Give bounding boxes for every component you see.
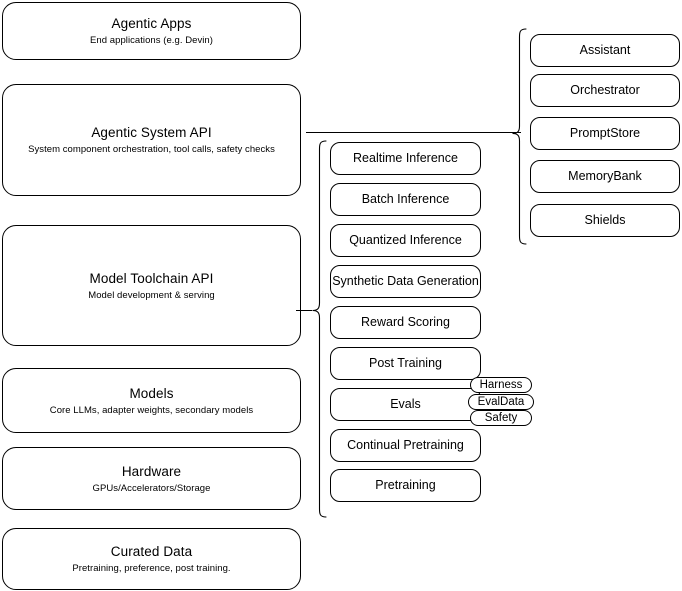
capability-label: Realtime Inference — [353, 151, 458, 165]
capability-label: Evals — [390, 397, 421, 411]
capability-label: Post Training — [369, 356, 442, 370]
layer-subtitle: GPUs/Accelerators/Storage — [92, 482, 211, 494]
connector-model-toolchain-api-to-capabilities — [296, 302, 318, 320]
layer-box-curated-data[interactable]: Curated Data Pretraining, preference, po… — [2, 528, 301, 590]
layer-subtitle: System component orchestration, tool cal… — [28, 144, 275, 155]
eval-badge-evaldata[interactable]: EvalData — [468, 394, 534, 410]
layer-title: Agentic Apps — [111, 16, 192, 31]
layer-title: Agentic System API — [91, 125, 212, 140]
layer-subtitle: Pretraining, preference, post training. — [72, 563, 231, 574]
layer-title: Curated Data — [110, 544, 193, 559]
capability-box-synthetic-data-generation[interactable]: Synthetic Data Generation — [330, 265, 481, 298]
component-label: MemoryBank — [568, 169, 642, 183]
capability-box-evals[interactable]: Evals — [330, 388, 481, 421]
capability-box-realtime-inference[interactable]: Realtime Inference — [330, 142, 481, 175]
capability-box-continual-pretraining[interactable]: Continual Pretraining — [330, 429, 481, 462]
layer-box-hardware[interactable]: Hardware GPUs/Accelerators/Storage — [2, 447, 301, 510]
capability-label: Synthetic Data Generation — [332, 274, 479, 288]
layer-box-agentic-system-api[interactable]: Agentic System API System component orch… — [2, 84, 301, 196]
layer-title: Models — [129, 385, 174, 401]
layer-subtitle: Model development & serving — [88, 289, 215, 301]
layer-box-agentic-apps[interactable]: Agentic Apps End applications (e.g. Devi… — [2, 2, 301, 60]
capability-label: Continual Pretraining — [347, 438, 464, 452]
component-label: Shields — [584, 213, 626, 227]
capability-box-post-training[interactable]: Post Training — [330, 347, 481, 380]
layer-title: Hardware — [121, 463, 182, 479]
capability-label: Reward Scoring — [361, 315, 450, 329]
brace-toolchain-capabilities — [306, 138, 328, 523]
component-box-orchestrator[interactable]: Orchestrator — [530, 74, 680, 107]
eval-badge-label: Safety — [484, 411, 518, 424]
capability-box-batch-inference[interactable]: Batch Inference — [330, 183, 481, 216]
eval-badge-label: Harness — [479, 378, 523, 391]
capability-label: Batch Inference — [361, 192, 450, 206]
component-box-memorybank[interactable]: MemoryBank — [530, 160, 680, 193]
capability-box-quantized-inference[interactable]: Quantized Inference — [330, 224, 481, 257]
layer-subtitle: Core LLMs, adapter weights, secondary mo… — [49, 404, 254, 416]
eval-badge-label: EvalData — [477, 395, 525, 408]
component-box-assistant[interactable]: Assistant — [530, 34, 680, 67]
component-label: PromptStore — [569, 126, 641, 140]
eval-badge-safety[interactable]: Safety — [470, 410, 532, 426]
connector-agentic-system-api-to-components — [300, 124, 525, 142]
brace-system-components — [506, 26, 528, 250]
component-box-promptstore[interactable]: PromptStore — [530, 117, 680, 150]
capability-box-pretraining[interactable]: Pretraining — [330, 469, 481, 502]
layer-subtitle: End applications (e.g. Devin) — [90, 35, 213, 46]
layer-box-model-toolchain-api[interactable]: Model Toolchain API Model development & … — [2, 225, 301, 346]
component-label: Orchestrator — [570, 83, 640, 97]
eval-badge-harness[interactable]: Harness — [470, 377, 532, 393]
capability-box-reward-scoring[interactable]: Reward Scoring — [330, 306, 481, 339]
layer-title: Model Toolchain API — [89, 270, 214, 286]
capability-label: Quantized Inference — [349, 233, 462, 247]
capability-label: Pretraining — [375, 478, 436, 492]
layer-box-models[interactable]: Models Core LLMs, adapter weights, secon… — [2, 368, 301, 433]
component-label: Assistant — [579, 43, 631, 57]
component-box-shields[interactable]: Shields — [530, 204, 680, 237]
